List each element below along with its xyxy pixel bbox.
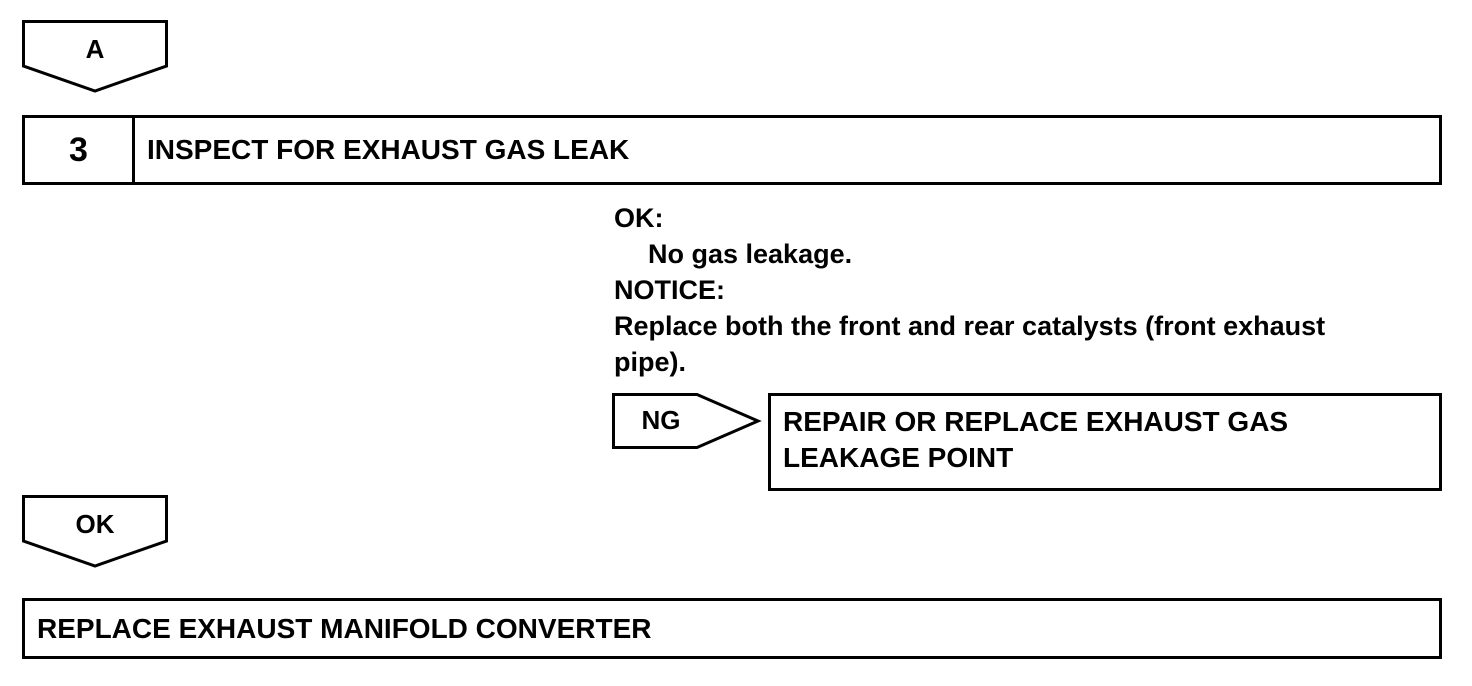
final-action-text: REPLACE EXHAUST MANIFOLD CONVERTER bbox=[37, 612, 652, 644]
ng-label: NG bbox=[641, 405, 681, 435]
final-action-box: REPLACE EXHAUST MANIFOLD CONVERTER bbox=[22, 598, 1442, 659]
step-box: 3 INSPECT FOR EXHAUST GAS LEAK bbox=[22, 115, 1442, 185]
connector-a-shape bbox=[22, 20, 168, 93]
ok-text: No gas leakage. bbox=[648, 239, 853, 269]
step-title: INSPECT FOR EXHAUST GAS LEAK bbox=[147, 134, 630, 165]
notice-line-1: Replace both the front and rear catalyst… bbox=[614, 311, 1326, 341]
ok-connector-label: OK bbox=[75, 509, 115, 539]
ok-heading: OK: bbox=[614, 203, 664, 233]
ok-connector-shape bbox=[22, 495, 168, 568]
ng-action-box: REPAIR OR REPLACE EXHAUST GAS LEAKAGE PO… bbox=[768, 393, 1442, 491]
notice-heading: NOTICE: bbox=[614, 275, 725, 305]
step-number: 3 bbox=[25, 118, 135, 182]
connector-a-label: A bbox=[85, 34, 105, 64]
notice-line-2: pipe). bbox=[614, 347, 686, 377]
ng-action-line-2: LEAKAGE POINT bbox=[783, 442, 1014, 473]
ng-arrow-shape bbox=[612, 393, 762, 449]
ng-action-line-1: REPAIR OR REPLACE EXHAUST GAS bbox=[783, 406, 1289, 437]
